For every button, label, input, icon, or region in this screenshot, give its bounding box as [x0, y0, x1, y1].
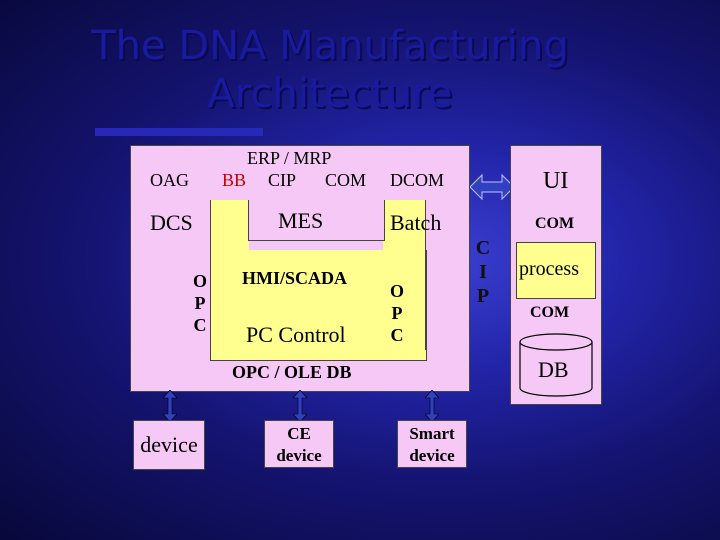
- opc-left-p: P: [194, 293, 206, 313]
- cip-vertical-i: I: [479, 261, 487, 283]
- com-label: COM: [325, 170, 367, 190]
- opc-left-label: O P C: [190, 270, 210, 336]
- dcom-label: DCOM: [390, 170, 445, 190]
- right-com-top-label: COM: [535, 215, 575, 232]
- device-arrow: [163, 390, 177, 422]
- device-box: device: [133, 420, 205, 470]
- opc-right-p: P: [391, 303, 403, 323]
- title-line-1: The DNA Manufacturing: [91, 23, 569, 69]
- smart-device-arrow: [425, 390, 439, 422]
- hmi-panel: [226, 250, 386, 350]
- opc-right-c: C: [390, 325, 404, 345]
- cip-vertical-c: C: [475, 237, 491, 259]
- title-underline: [95, 128, 263, 136]
- title-line-2: Architecture: [207, 71, 453, 117]
- opc-left-c: C: [193, 315, 207, 335]
- ce-device-box: CE device: [264, 420, 334, 468]
- dcom-ui-arrow: [470, 173, 514, 201]
- hmi-scada-label: HMI/SCADA: [242, 268, 348, 288]
- batch-label: Batch: [390, 210, 442, 235]
- ce-device-line-2: device: [276, 446, 322, 465]
- mes-area: [248, 200, 385, 241]
- smart-device-box: Smart device: [397, 420, 467, 468]
- smart-device-line-1: Smart: [409, 424, 455, 443]
- process-label: process: [519, 258, 579, 280]
- erp-mrp-label: ERP / MRP: [247, 148, 332, 168]
- mes-label: MES: [278, 208, 324, 233]
- ce-device-line-1: CE: [287, 424, 311, 443]
- cip-vertical-label: C I P: [472, 236, 494, 308]
- control-box-right-column: [385, 240, 426, 350]
- slide-title: The DNA Manufacturing Architecture: [0, 22, 660, 118]
- smart-device-line-2: device: [409, 446, 455, 465]
- db-label: DB: [538, 357, 569, 382]
- opc-left-o: O: [192, 271, 207, 291]
- opc-right-o: O: [389, 281, 404, 301]
- opc-ole-db-label: OPC / OLE DB: [232, 362, 352, 382]
- opc-right-label: O P C: [387, 280, 407, 346]
- right-com-bottom-label: COM: [530, 304, 570, 321]
- pc-control-label: PC Control: [246, 322, 346, 347]
- ce-device-arrow: [293, 390, 307, 422]
- process-box: [516, 242, 596, 299]
- bb-label: BB: [222, 170, 247, 190]
- db-cylinder: [519, 333, 593, 397]
- ui-label: UI: [543, 168, 569, 194]
- device-label: device: [140, 432, 198, 457]
- batch-column: [383, 200, 426, 250]
- cip-vertical-p: P: [476, 285, 490, 307]
- dcs-label: DCS: [150, 210, 193, 235]
- cip-label: CIP: [268, 170, 297, 190]
- oag-label: OAG: [150, 170, 189, 190]
